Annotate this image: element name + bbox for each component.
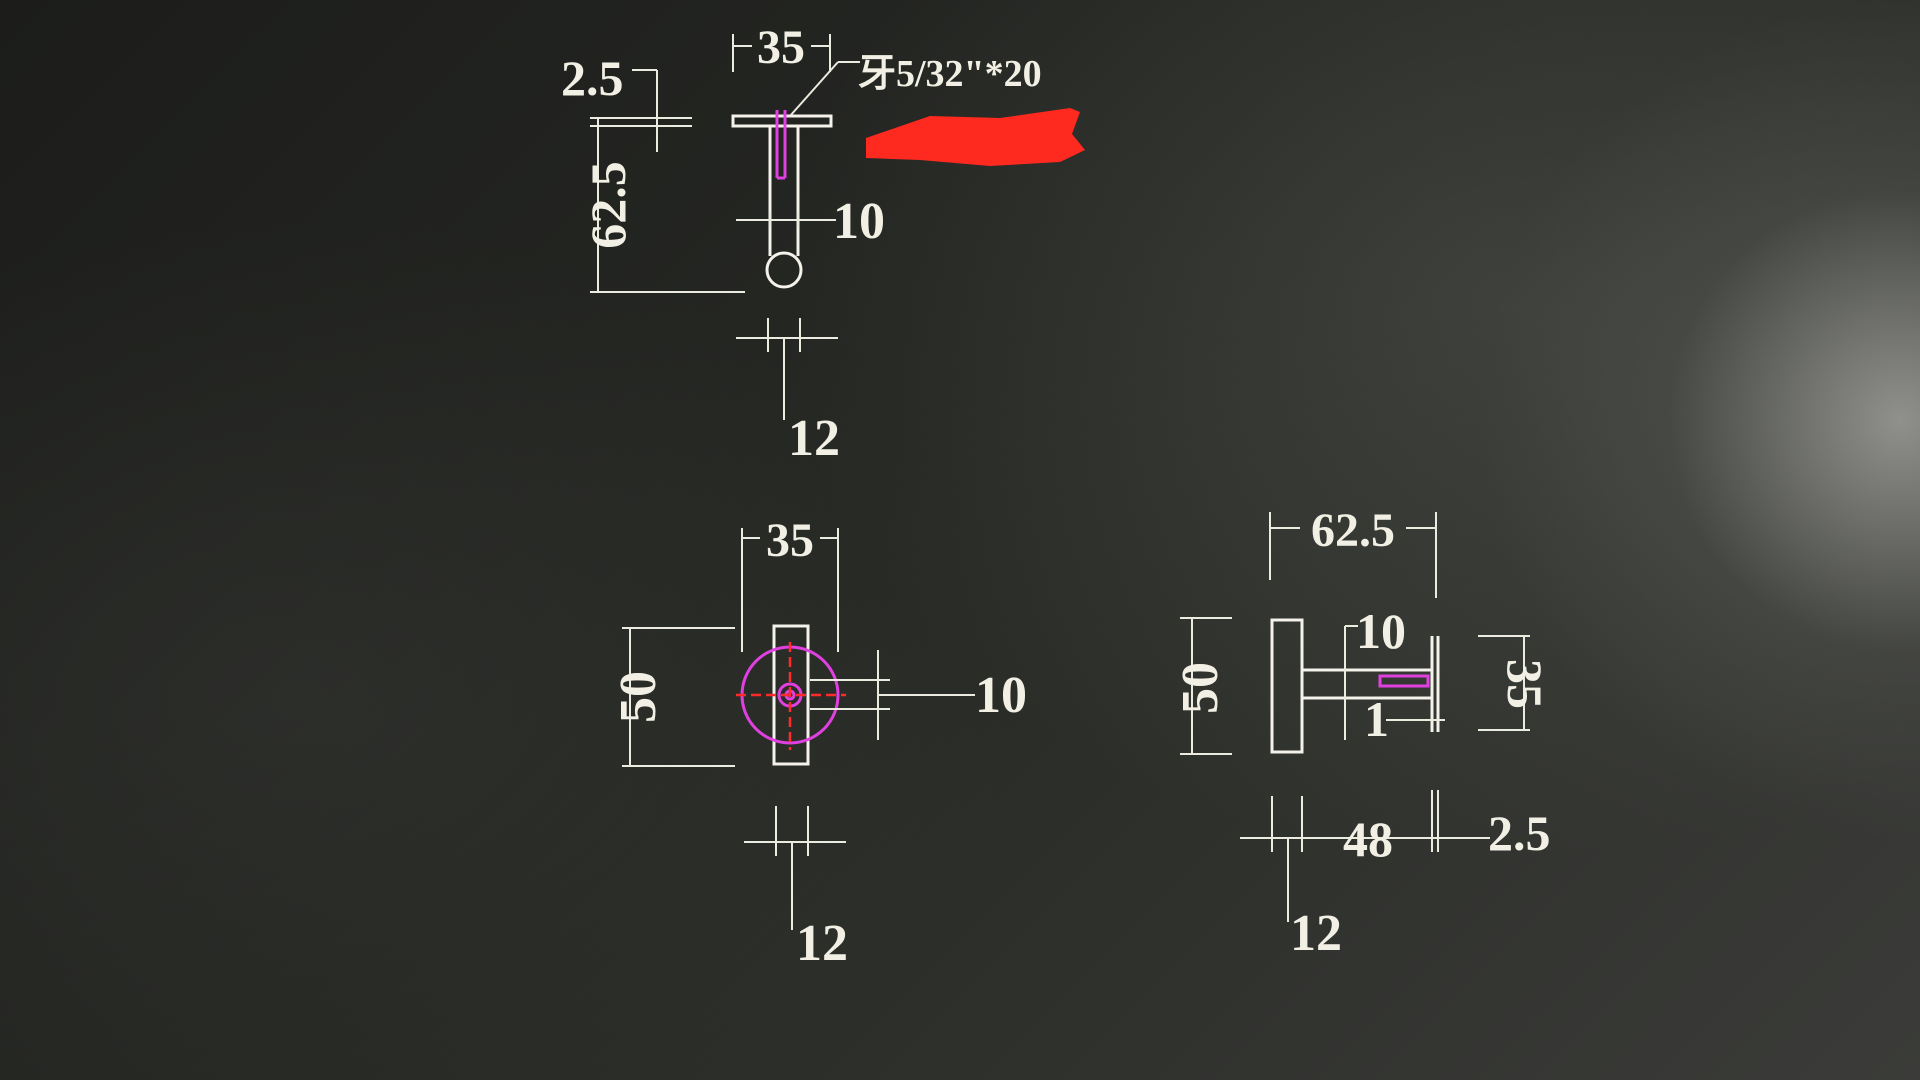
side-dim-50: 50 <box>1172 662 1229 714</box>
top-dim-62-5: 62.5 <box>580 161 636 249</box>
top-dim-10: 10 <box>833 193 885 250</box>
side-view: 62.5 50 10 1 35 48 2.5 12 <box>1172 504 1553 962</box>
top-dim-12: 12 <box>788 410 840 467</box>
top-dim-35: 35 <box>757 21 805 74</box>
front-view: 35 50 10 12 <box>610 514 1027 972</box>
side-dim-62-5: 62.5 <box>1311 504 1395 557</box>
side-dim-35: 35 <box>1497 659 1553 709</box>
front-dim-12: 12 <box>796 915 848 972</box>
front-dim-35: 35 <box>766 514 814 567</box>
front-dim-50: 50 <box>610 671 667 723</box>
top-view: 35 牙5/32"*20 2.5 62.5 10 <box>561 21 1042 467</box>
front-dim-10: 10 <box>975 667 1027 724</box>
side-dim-12: 12 <box>1290 905 1342 962</box>
side-dim-2-5: 2.5 <box>1488 805 1551 861</box>
thread-note: 牙5/32"*20 <box>858 53 1042 95</box>
redaction-mark <box>866 108 1085 166</box>
side-dim-48: 48 <box>1343 811 1393 867</box>
side-dim-1: 1 <box>1364 691 1389 747</box>
side-dim-10: 10 <box>1356 603 1406 659</box>
top-dim-2-5: 2.5 <box>561 50 624 106</box>
